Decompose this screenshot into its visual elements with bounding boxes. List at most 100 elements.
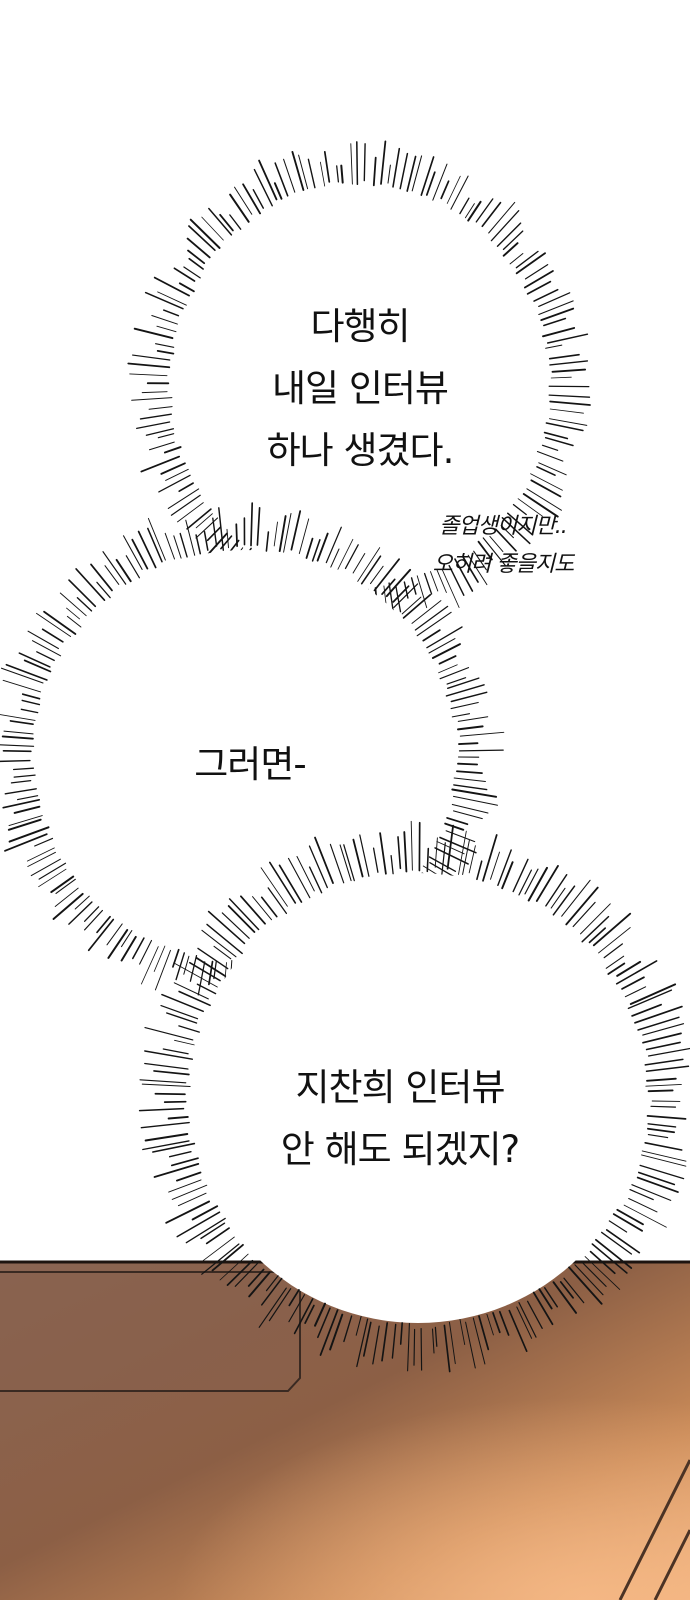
focus-line bbox=[173, 535, 182, 559]
focus-line bbox=[258, 1287, 287, 1328]
focus-line bbox=[68, 579, 97, 608]
focus-line bbox=[399, 152, 409, 190]
focus-line bbox=[147, 517, 166, 561]
focus-line bbox=[446, 677, 467, 685]
focus-line bbox=[253, 168, 273, 207]
focus-line bbox=[446, 824, 455, 870]
focus-line bbox=[393, 583, 419, 609]
focus-line bbox=[107, 929, 129, 959]
focus-line bbox=[129, 373, 168, 377]
focus-line bbox=[410, 820, 413, 871]
focus-line bbox=[458, 830, 467, 875]
bubble-2-text: 그러면- bbox=[150, 734, 350, 796]
focus-line bbox=[274, 162, 289, 197]
thought-bubble-1 bbox=[127, 140, 591, 630]
focus-line bbox=[355, 1315, 362, 1336]
focus-line bbox=[549, 400, 591, 406]
focus-line bbox=[451, 803, 489, 814]
focus-line bbox=[323, 151, 331, 183]
focus-line bbox=[0, 759, 31, 763]
focus-line bbox=[165, 1200, 211, 1224]
focus-line bbox=[350, 143, 353, 185]
bubble-1-line-3: 하나 생겼다. bbox=[266, 429, 455, 472]
focus-line bbox=[360, 555, 382, 585]
focus-line bbox=[440, 180, 450, 200]
focus-line bbox=[544, 436, 574, 447]
focus-line bbox=[450, 701, 479, 710]
focus-line bbox=[545, 873, 568, 907]
focus-line bbox=[477, 540, 493, 561]
focus-line bbox=[148, 441, 175, 451]
focus-line bbox=[196, 983, 217, 995]
focus-line bbox=[458, 742, 479, 746]
focus-line bbox=[438, 664, 458, 674]
focus-line bbox=[467, 554, 488, 586]
focus-line bbox=[486, 1313, 494, 1336]
focus-line bbox=[574, 1264, 604, 1296]
focus-line bbox=[54, 887, 79, 907]
focus-line bbox=[208, 207, 233, 236]
focus-line bbox=[588, 927, 607, 944]
focus-line bbox=[591, 1243, 628, 1274]
focus-line bbox=[457, 762, 479, 766]
focus-line bbox=[229, 193, 250, 223]
focus-line bbox=[501, 861, 514, 890]
focus-line bbox=[603, 943, 624, 959]
focus-line bbox=[154, 949, 171, 991]
focus-line bbox=[450, 691, 488, 703]
focus-line bbox=[30, 858, 61, 877]
focus-line bbox=[645, 1083, 682, 1087]
focus-line bbox=[177, 1192, 207, 1207]
focus-line bbox=[83, 906, 100, 922]
focus-line bbox=[208, 960, 214, 986]
focus-line bbox=[153, 945, 166, 972]
focus-line bbox=[240, 895, 266, 925]
focus-line bbox=[549, 360, 589, 366]
aside-line-2: 오히려 좋을지도 bbox=[432, 552, 575, 577]
focus-line bbox=[8, 826, 50, 843]
focus-line bbox=[467, 200, 482, 222]
focus-line bbox=[509, 253, 524, 265]
focus-line bbox=[642, 1032, 682, 1044]
focus-line bbox=[445, 830, 476, 843]
focus-line bbox=[2, 798, 41, 809]
focus-line bbox=[52, 892, 84, 920]
focus-line bbox=[221, 912, 250, 939]
focus-line bbox=[127, 362, 171, 369]
focus-line bbox=[102, 551, 127, 585]
focus-line bbox=[356, 141, 359, 185]
focus-line bbox=[330, 548, 340, 568]
focus-line bbox=[462, 839, 470, 875]
focus-line bbox=[74, 895, 90, 910]
focus-line bbox=[252, 188, 265, 209]
focus-line bbox=[589, 1250, 616, 1275]
focus-line bbox=[10, 779, 32, 784]
focus-line bbox=[608, 1220, 628, 1233]
focus-line bbox=[75, 568, 106, 602]
focus-line bbox=[131, 538, 149, 570]
focus-line bbox=[475, 198, 494, 223]
focus-line bbox=[646, 1077, 677, 1082]
focus-line bbox=[476, 860, 483, 881]
focus-line bbox=[305, 537, 314, 559]
focus-line bbox=[441, 569, 460, 608]
focus-line bbox=[188, 225, 216, 252]
focus-line bbox=[595, 1238, 633, 1269]
focus-line bbox=[641, 1150, 687, 1162]
focus-line bbox=[153, 1070, 190, 1076]
chair-frame bbox=[618, 1459, 690, 1600]
focus-line bbox=[517, 498, 543, 517]
focus-line bbox=[546, 333, 589, 344]
focus-line bbox=[445, 684, 485, 697]
focus-line bbox=[464, 203, 475, 219]
focus-line bbox=[265, 531, 270, 552]
focus-line bbox=[490, 851, 500, 880]
handwritten-aside: 졸업생이지만.. 오히려 좋을지도 bbox=[398, 508, 608, 584]
focus-line bbox=[500, 524, 514, 539]
focus-line bbox=[631, 1003, 662, 1017]
focus-line bbox=[615, 960, 658, 985]
focus-line bbox=[26, 847, 55, 862]
focus-line bbox=[13, 774, 36, 778]
focus-line bbox=[453, 777, 486, 783]
